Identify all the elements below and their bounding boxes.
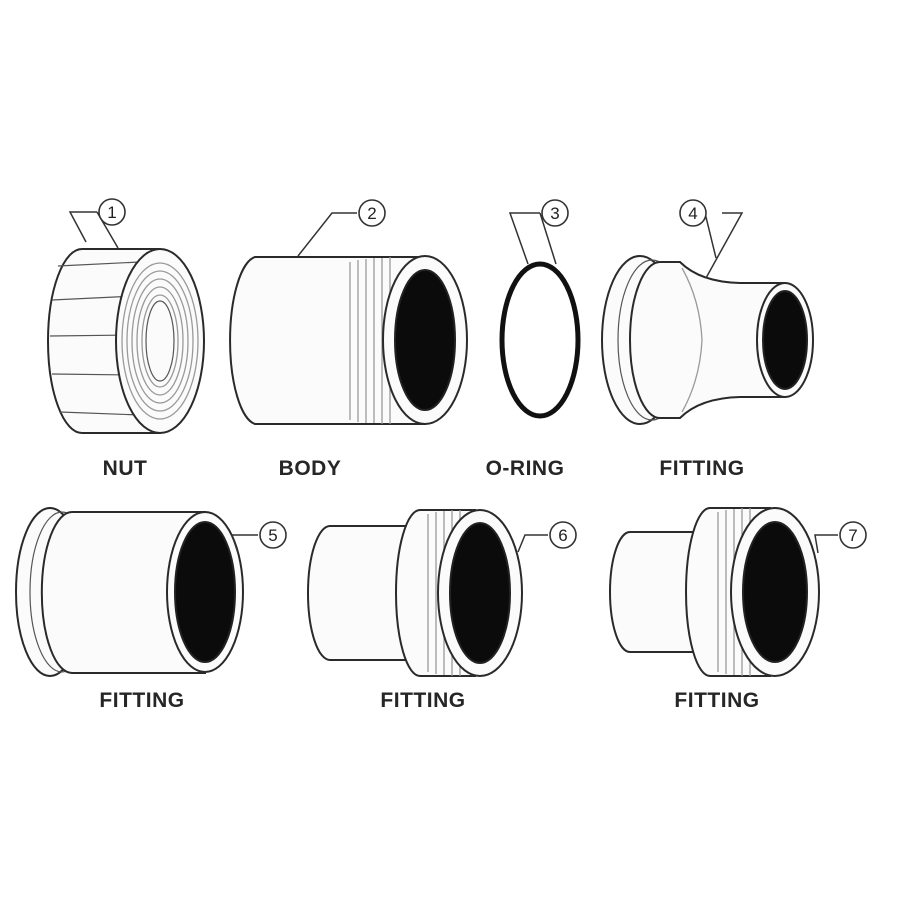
fitting-5-part	[15, 507, 244, 677]
callout-2: 2	[358, 199, 386, 227]
svg-text:7: 7	[848, 526, 857, 545]
o-ring-part	[499, 261, 581, 419]
svg-text:1: 1	[107, 203, 116, 222]
label-fitting-5: FITTING	[99, 689, 184, 712]
callout-3: 3	[541, 199, 569, 227]
fitting-6-part	[307, 509, 523, 677]
svg-text:3: 3	[550, 204, 559, 223]
fitting-4-part	[601, 255, 814, 425]
callout-4: 4	[679, 199, 707, 227]
label-fitting-4: FITTING	[659, 457, 744, 480]
callout-7: 7	[839, 521, 867, 549]
label-nut: NUT	[103, 457, 148, 480]
callout-5: 5	[259, 521, 287, 549]
fitting-7-part	[609, 507, 820, 677]
svg-text:2: 2	[367, 204, 376, 223]
svg-text:6: 6	[558, 526, 567, 545]
label-o-ring: O-RING	[486, 457, 565, 480]
label-fitting-7: FITTING	[674, 689, 759, 712]
callout-6: 6	[549, 521, 577, 549]
svg-text:5: 5	[268, 526, 277, 545]
svg-text:4: 4	[688, 204, 697, 223]
label-fitting-6: FITTING	[380, 689, 465, 712]
body-part	[229, 255, 468, 425]
callout-1: 1	[98, 198, 126, 226]
nut-part	[47, 248, 205, 434]
label-body: BODY	[279, 457, 342, 480]
